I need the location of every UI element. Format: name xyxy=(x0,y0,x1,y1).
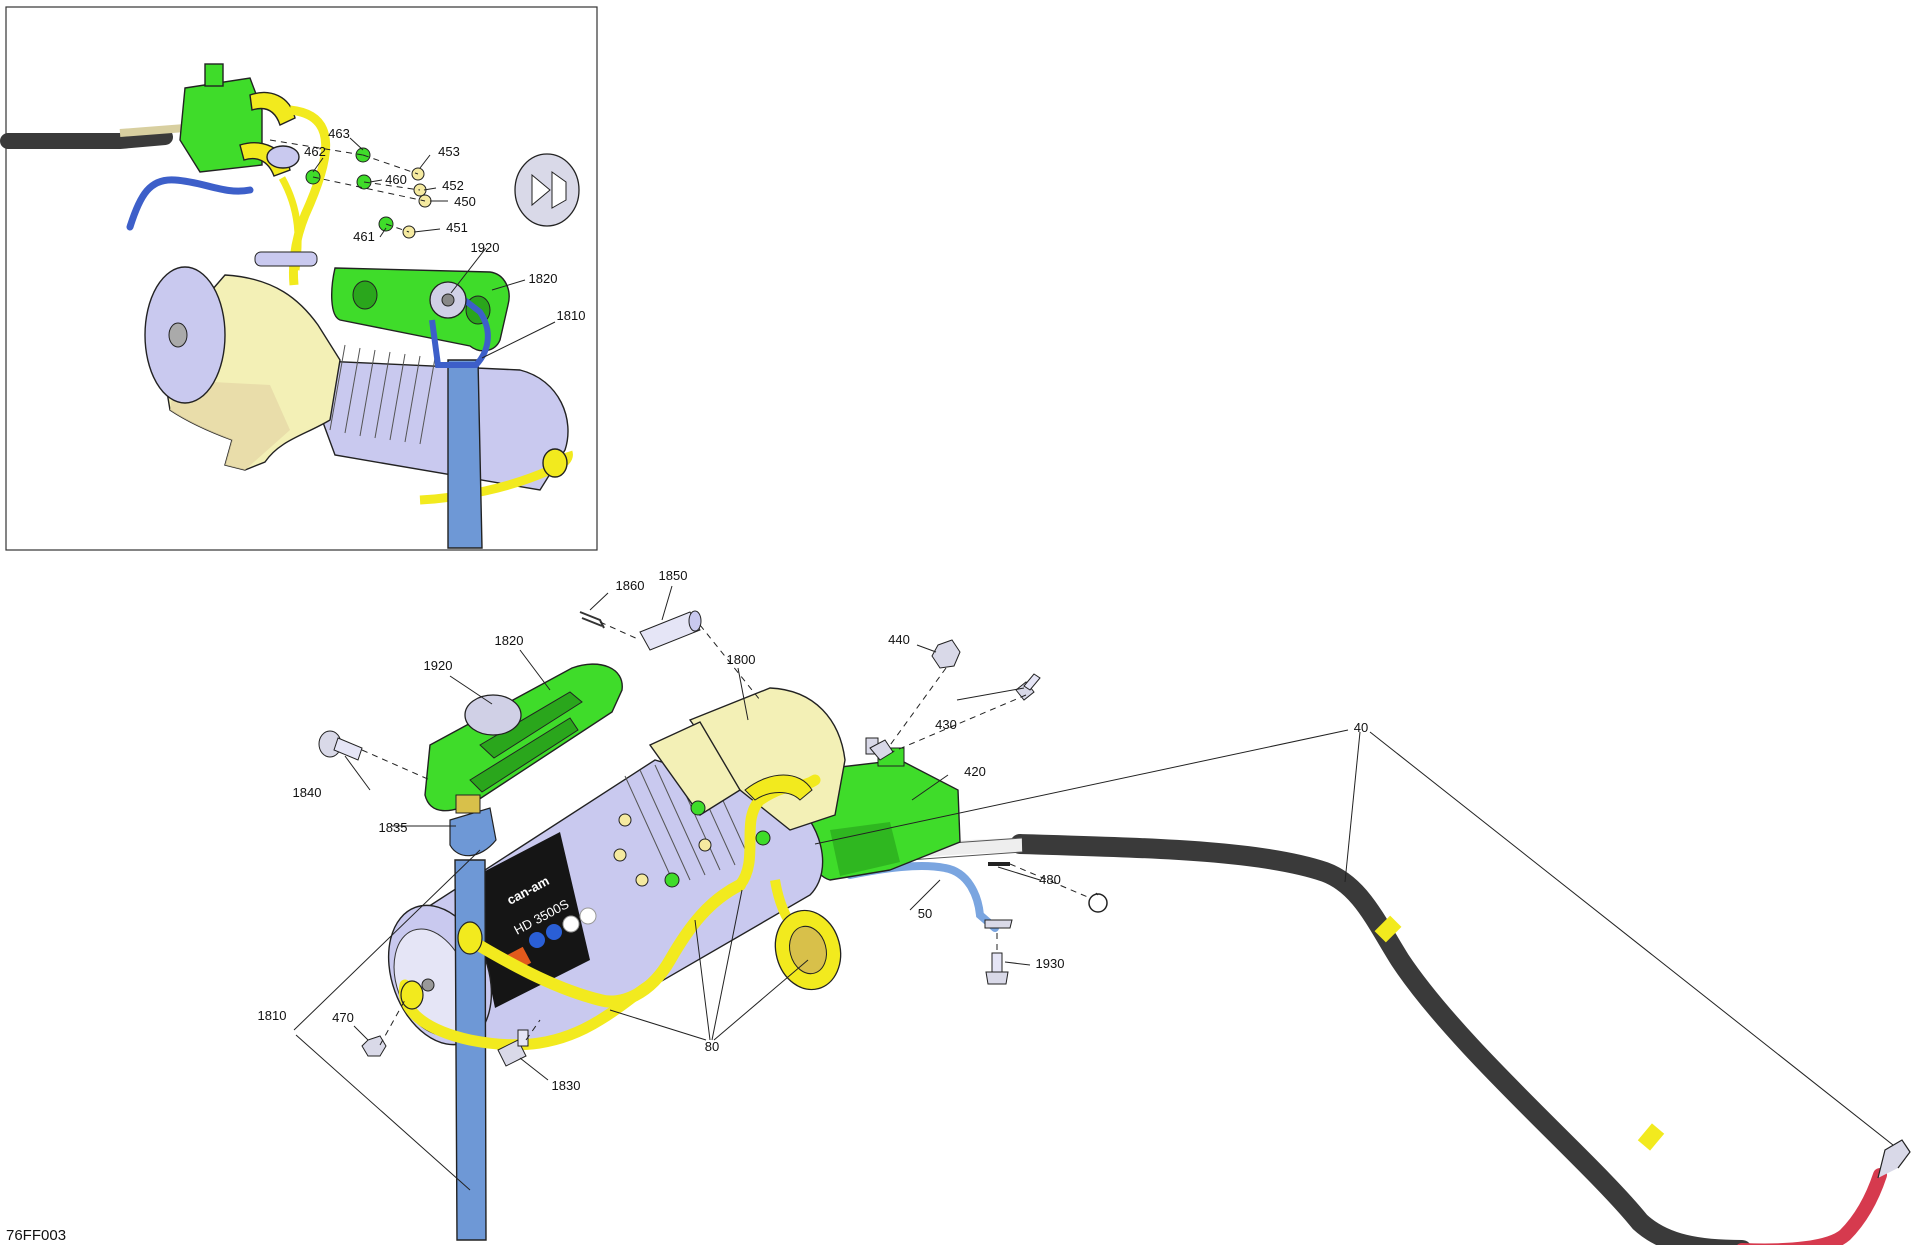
callout-460: 460 xyxy=(385,172,407,187)
callout-1800: 1800 xyxy=(727,652,756,667)
battery-cable-black xyxy=(1010,834,1751,1245)
cable-band-1 xyxy=(1374,915,1402,943)
inset-leaders xyxy=(312,137,556,359)
inset-dash-1 xyxy=(362,154,419,175)
label-dot-blue-1 xyxy=(529,932,545,948)
callout-1920: 1920 xyxy=(424,658,453,673)
callout-1840: 1840 xyxy=(293,785,322,800)
motor-end-hub xyxy=(421,978,435,992)
callout-1810-inset: 1810 xyxy=(557,308,586,323)
main-exploded-view: can-am HD 3500S xyxy=(6,568,1911,1245)
main-leaders xyxy=(293,585,1894,1191)
explode-lines xyxy=(361,621,1091,1046)
inset-dash-3 xyxy=(312,176,426,202)
inset-yellow-boot-top xyxy=(249,91,296,126)
label-dot-white-2 xyxy=(579,907,597,925)
label-dot-white-1 xyxy=(562,915,580,933)
callout-1820-inset: 1820 xyxy=(529,271,558,286)
ground-lug xyxy=(984,919,1013,929)
callout-1860: 1860 xyxy=(616,578,645,593)
inset-end-hub xyxy=(168,322,188,348)
inset-blue-strap xyxy=(447,359,483,549)
gear-housing-side xyxy=(648,721,741,816)
inset-dash-2 xyxy=(363,181,421,191)
diagram-code: 76FF003 xyxy=(6,1227,66,1244)
inset-pulley-hub xyxy=(441,293,455,307)
fairlead-slot-2 xyxy=(469,717,579,793)
callout-480: 480 xyxy=(1039,872,1061,887)
callout-40: 40 xyxy=(1354,720,1368,735)
bolt-1830 xyxy=(497,1029,529,1067)
yellow-end-boot xyxy=(457,921,483,955)
battery-cable-red xyxy=(1737,1168,1887,1245)
callout-461: 461 xyxy=(353,229,375,244)
solenoid-shadow xyxy=(830,822,900,876)
callout-420: 420 xyxy=(964,764,986,779)
inset-plate-hole-1 xyxy=(352,280,378,310)
callout-440: 440 xyxy=(888,632,910,647)
callout-451: 451 xyxy=(446,220,468,235)
callout-1820: 1820 xyxy=(495,633,524,648)
callout-430: 430 xyxy=(935,717,957,732)
label-dot-blue-2 xyxy=(546,924,562,940)
callout-1810: 1810 xyxy=(258,1008,287,1023)
inset-yellow-terminal xyxy=(542,448,568,478)
motor-yellow-washers xyxy=(613,813,712,887)
pin-1850 xyxy=(639,610,702,651)
callout-452: 452 xyxy=(442,178,464,193)
cotter-pin-1860 xyxy=(579,611,605,629)
motor-green-nuts xyxy=(664,800,771,888)
inset-warning-disc xyxy=(514,153,580,227)
winch-label-band xyxy=(468,832,590,1008)
inset-tan-wire xyxy=(119,124,186,137)
bolt-1840 xyxy=(318,730,363,761)
inset-callouts: 463 462 460 453 452 450 461 451 1920 182… xyxy=(304,126,585,323)
pulley-1920 xyxy=(464,694,522,736)
callout-1920-inset: 1920 xyxy=(471,240,500,255)
battery-terminal xyxy=(1877,1139,1911,1179)
callout-1850: 1850 xyxy=(659,568,688,583)
inset-gear-shadow xyxy=(170,380,290,470)
callout-1930: 1930 xyxy=(1036,956,1065,971)
inset-pin xyxy=(254,251,318,267)
spacer-480-bar xyxy=(988,862,1010,866)
cable-band-2 xyxy=(1637,1123,1665,1151)
hook-clevis-1835 xyxy=(449,807,497,857)
main-callouts: 1860 1850 1820 1920 1800 440 430 420 40 … xyxy=(258,568,1369,1093)
inset-black-cable xyxy=(0,129,173,149)
hook-bolt xyxy=(455,794,481,814)
callout-50: 50 xyxy=(918,906,932,921)
inset-fuse-part xyxy=(266,145,300,169)
nut-470 xyxy=(361,1035,387,1057)
callout-450: 450 xyxy=(454,194,476,209)
callout-463: 463 xyxy=(328,126,350,141)
bolt-1930 xyxy=(985,952,1009,985)
inset-drum-ribs xyxy=(329,344,436,445)
fairlead-slot xyxy=(479,691,583,759)
callout-1830: 1830 xyxy=(552,1078,581,1093)
yellow-top-boot xyxy=(744,774,813,801)
callout-470: 470 xyxy=(332,1010,354,1025)
callout-453: 453 xyxy=(438,144,460,159)
nut-440 xyxy=(931,639,961,669)
yellow-end-boot-2 xyxy=(400,980,424,1010)
callout-1835: 1835 xyxy=(379,820,408,835)
callout-80: 80 xyxy=(705,1039,719,1054)
lock-washer-480 xyxy=(1088,893,1108,913)
inset-blue-ground-wire xyxy=(126,176,254,231)
yellow-boot-loop-inner xyxy=(789,925,827,975)
winch-strap-1810 xyxy=(454,859,487,1241)
inset-dash-5 xyxy=(269,139,364,156)
bolt-430 xyxy=(1015,673,1041,701)
inset-relay-tab xyxy=(204,63,224,87)
inset-detail-view: 463 462 460 453 452 450 461 451 1920 182… xyxy=(0,6,598,551)
inset-dash-4 xyxy=(385,223,410,233)
callout-462: 462 xyxy=(304,144,326,159)
